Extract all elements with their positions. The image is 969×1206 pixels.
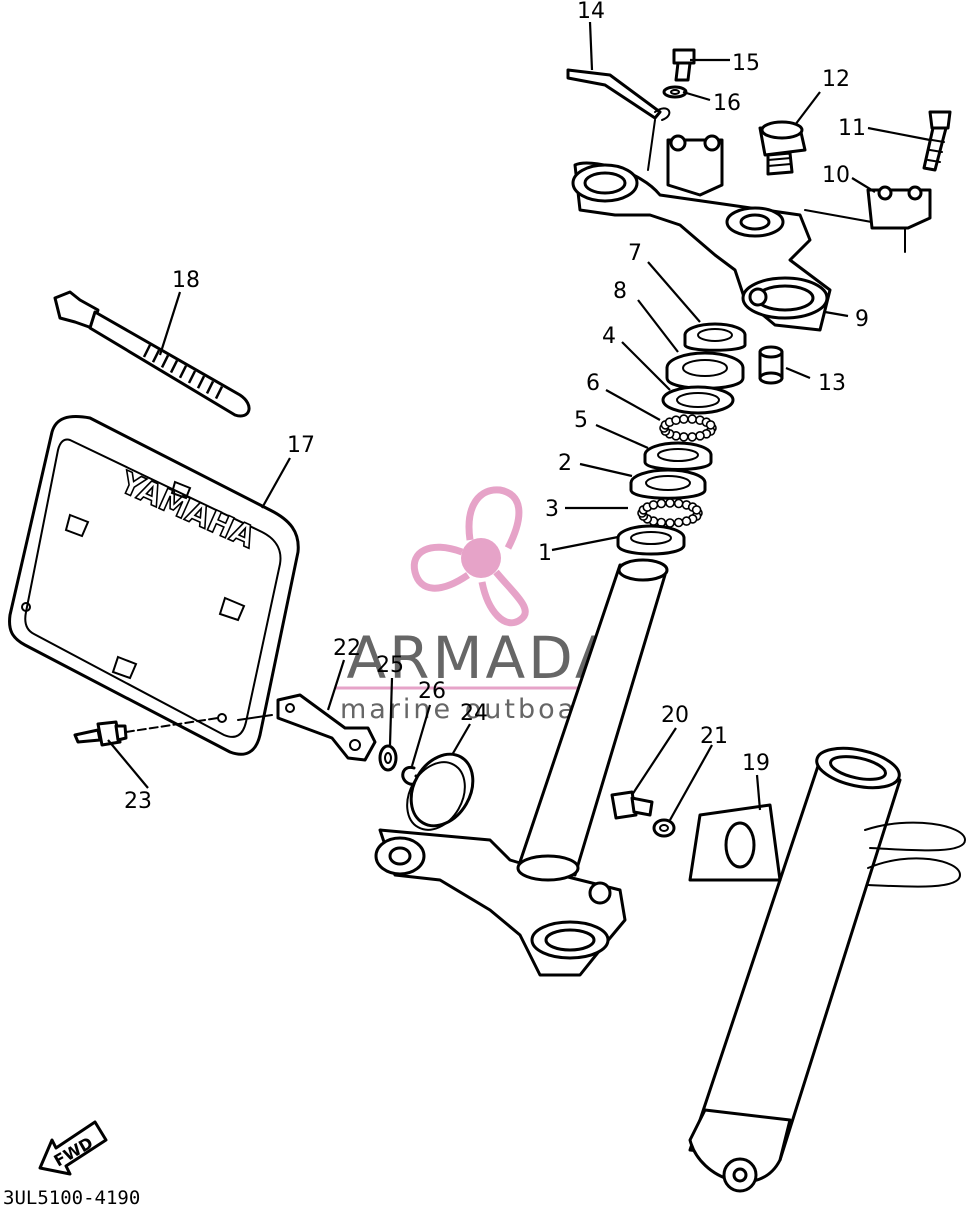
callout-10: 10 [822,163,850,188]
race-2 [629,468,707,500]
callout-23: 23 [124,789,152,814]
callout-6: 6 [586,371,600,396]
bolt-15 [672,48,696,82]
bearing-ball [678,414,689,424]
diagram-code: 3UL5100-4190 [3,1187,140,1206]
balls-3 [637,498,703,528]
tie-tooth [214,386,224,400]
callout-16: 16 [713,91,741,116]
callout-4: 4 [602,324,616,349]
callout-24: 24 [460,701,488,726]
balls-6 [659,414,717,442]
callout-numbers: 14 15 16 12 11 10 9 7 8 13 4 6 5 2 3 1 1… [124,0,869,814]
bearing-ball [687,432,698,442]
bolt-11 [922,110,952,172]
bolt-20 [610,790,654,820]
bearing-ball [665,518,675,528]
callout-22: 22 [333,636,361,661]
ring-nut-7 [683,322,747,352]
bearing-ball [687,414,698,424]
bearing-ball [695,430,705,441]
tie-tooth [196,375,206,389]
washer-25 [378,744,398,772]
callout-21: 21 [700,724,728,749]
propeller-hub [461,538,501,578]
bracket-22 [237,693,377,762]
bearing-ball [678,432,689,442]
callout-13: 13 [818,371,846,396]
bearing-ball [673,517,684,528]
bearing-ball [691,505,702,515]
callout-14: 14 [577,0,605,24]
propeller-logo [410,486,529,627]
screw-23 [73,717,219,747]
tie-tooth [187,370,197,384]
callout-15: 15 [732,51,760,76]
bearing-ball [665,498,675,508]
propeller-blade-left [410,543,470,592]
callout-19: 19 [742,751,770,776]
callout-9: 9 [855,307,869,332]
cap-bolt-13 [758,345,784,385]
handlebar-holder-10 [866,185,932,230]
callout-17: 17 [287,433,315,458]
callout-8: 8 [613,279,627,304]
fwd-arrow: FWD [38,1120,108,1176]
tie-tooth [151,349,161,363]
callout-20: 20 [661,703,689,728]
propeller-blade-right [478,569,529,627]
callout-12: 12 [822,67,850,92]
washer-16 [662,85,688,99]
callout-25: 25 [376,653,404,678]
tie-tooth [142,344,152,358]
callout-5: 5 [574,408,588,433]
washer-21 [652,818,676,838]
race-5 [643,441,713,471]
tie-tooth [160,354,170,368]
callout-26: 26 [418,679,446,704]
cable-tie-18 [53,290,251,418]
tie-tooth [169,360,179,374]
bearing-ball [671,415,681,426]
front-fork-19 [688,746,967,1193]
callout-18: 18 [172,268,200,293]
bearing-ball [681,516,692,526]
seal-1 [616,524,686,556]
callout-7: 7 [628,241,642,266]
bearing-ball [673,498,684,509]
tie-tooth [205,380,215,394]
propeller-blade-top [465,486,523,550]
cap-24 [406,752,475,831]
callout-1: 1 [538,541,552,566]
race-4 [661,385,735,415]
handlebar-guide-line [647,119,656,171]
under-bracket [374,558,669,977]
callout-2: 2 [558,451,572,476]
stem-nut-12 [758,120,807,176]
callout-3: 3 [545,497,559,522]
callout-11: 11 [838,116,866,141]
tie-tooth [178,365,188,379]
bearing-ball [656,498,667,509]
upper-bracket-9 [571,134,832,332]
cable-guide-14 [566,68,671,121]
leader-lines [107,21,931,821]
number-plate-17: YAMAHA [8,415,300,756]
washer-8 [665,351,745,390]
bearing-ball [648,500,659,510]
bearing-ball [705,420,716,430]
